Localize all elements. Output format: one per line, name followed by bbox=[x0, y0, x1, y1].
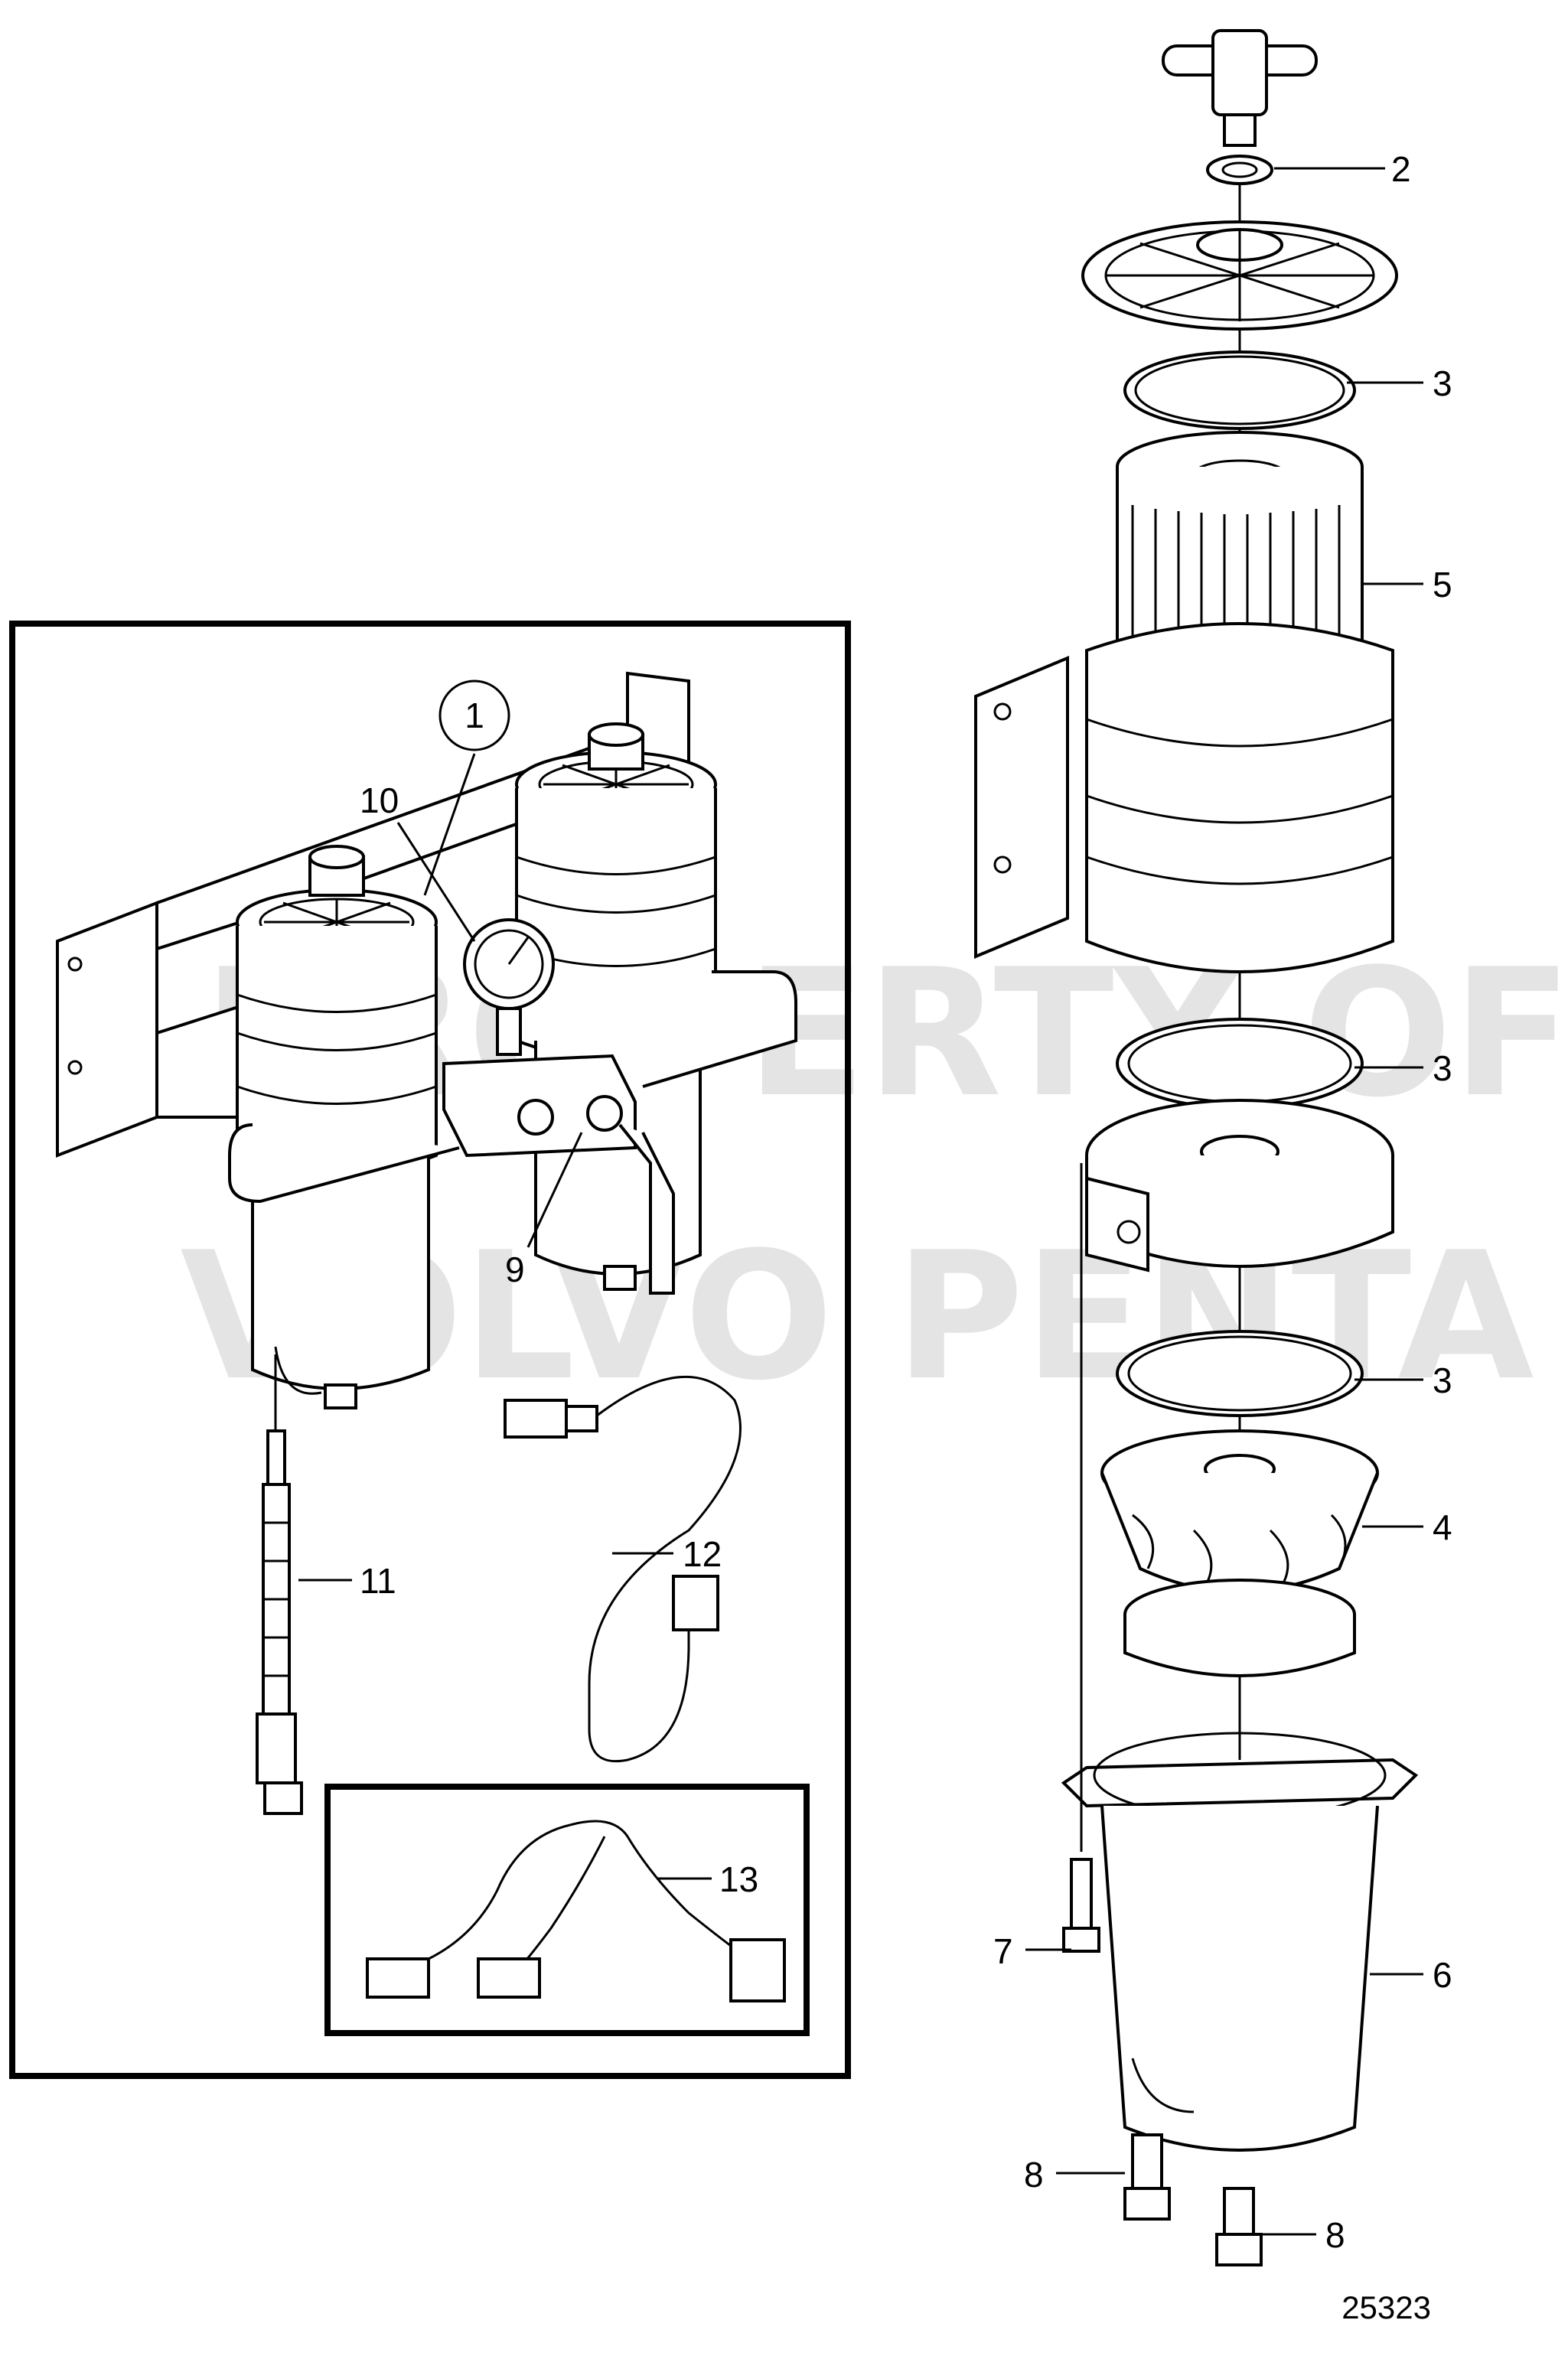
drain-plug-8-left bbox=[1123, 2133, 1171, 2221]
collar-ring bbox=[1123, 1579, 1356, 1677]
callout-13: 13 bbox=[719, 1859, 758, 1899]
filter-housing-bowl bbox=[974, 622, 1394, 973]
seal-washer-2 bbox=[1206, 155, 1273, 185]
assembly-frame bbox=[9, 621, 851, 2079]
callout-2: 2 bbox=[1391, 149, 1411, 189]
callout-3-bottom: 3 bbox=[1433, 1360, 1452, 1400]
callout-1: 1 bbox=[465, 696, 484, 735]
o-ring-3-top bbox=[1123, 350, 1356, 430]
callout-1-circle bbox=[438, 679, 510, 751]
wiring-harness bbox=[366, 1820, 786, 2002]
screw-7 bbox=[1062, 1163, 1100, 1953]
bowl-6 bbox=[1061, 1732, 1419, 2152]
filter-head bbox=[1085, 1099, 1394, 1273]
o-ring-3-middle bbox=[1116, 1018, 1364, 1110]
callout-7: 7 bbox=[993, 1931, 1013, 1971]
callout-6: 6 bbox=[1433, 1955, 1452, 1995]
filter-unit-left bbox=[236, 845, 438, 1409]
harness-inset-frame bbox=[324, 1784, 810, 2036]
cover-lid bbox=[1081, 220, 1398, 331]
callout-4: 4 bbox=[1433, 1507, 1452, 1547]
callout-8-right: 8 bbox=[1325, 2215, 1345, 2255]
drain-plug-8-right bbox=[1215, 2187, 1263, 2266]
sensor-cable bbox=[504, 1376, 742, 1763]
leader-lines bbox=[298, 167, 1423, 2236]
callout-10: 10 bbox=[360, 780, 399, 820]
callout-3-middle: 3 bbox=[1433, 1048, 1452, 1088]
callout-8-left: 8 bbox=[1024, 2155, 1044, 2195]
water-sensor bbox=[256, 1354, 303, 1815]
callout-12: 12 bbox=[683, 1534, 722, 1574]
drawing-number: 25323 bbox=[1341, 2289, 1431, 2325]
callout-5: 5 bbox=[1433, 565, 1452, 604]
filter-unit-right bbox=[515, 722, 717, 1291]
t-handle-vent-plug bbox=[1162, 29, 1318, 147]
o-ring-3-bottom bbox=[1116, 1330, 1364, 1417]
callout-9: 9 bbox=[505, 1250, 525, 1289]
turbine-deflector-4 bbox=[1100, 1429, 1379, 1593]
callout-3-top: 3 bbox=[1433, 363, 1452, 403]
manifold-block bbox=[228, 970, 797, 1295]
callout-11: 11 bbox=[360, 1561, 396, 1601]
pressure-gauge bbox=[463, 918, 555, 1056]
